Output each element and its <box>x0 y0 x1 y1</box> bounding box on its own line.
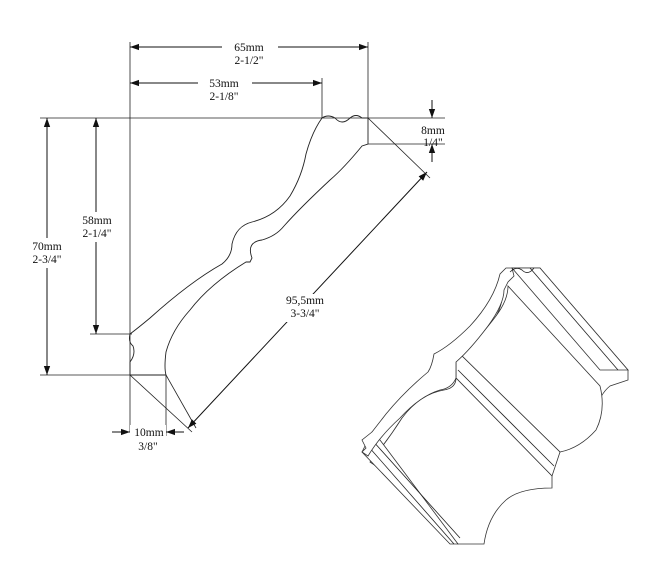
iso-bottom-line-1 <box>367 445 455 545</box>
iso-notch-detail <box>509 267 535 273</box>
dim-label-bg-53 <box>198 76 252 90</box>
molding-profile <box>128 115 369 376</box>
dim-label-10-metric: 10mm <box>134 427 163 439</box>
dim-label-65-imperial: 2-1/2" <box>235 55 264 67</box>
isometric-view <box>361 267 629 545</box>
dim-label-8-metric: 8mm <box>421 125 445 137</box>
dim-label-bg-10 <box>130 425 166 439</box>
dim-label-58-imperial: 2-1/4" <box>83 228 112 240</box>
dim-label-8-imperial: 1/4" <box>423 137 442 149</box>
dim-label-53-metric: 53mm <box>209 78 238 90</box>
iso-lip-line <box>529 267 619 371</box>
dim-label-70-imperial: 2-3/4" <box>33 254 62 266</box>
dim-label-70-metric: 70mm <box>32 241 61 253</box>
iso-bottom-line-2 <box>371 439 461 539</box>
dim-label-58-metric: 58mm <box>82 215 111 227</box>
profile-section: 65mm 2-1/2" 53mm 2-1/8" 8mm 1/4" 58mm 2-… <box>26 40 445 453</box>
dim-label-10-imperial: 3/8" <box>138 441 157 453</box>
ext-line-diag-bottom-2 <box>165 374 197 429</box>
dim-label-bg-95 <box>282 294 328 322</box>
dim-label-95-metric: 95,5mm <box>286 295 324 307</box>
dim-label-bg-70 <box>26 238 68 268</box>
iso-top-lip <box>511 267 629 371</box>
dim-label-53-imperial: 2-1/8" <box>210 91 239 103</box>
ext-line-diag-top <box>367 117 431 179</box>
dim-label-bg-58 <box>76 212 118 242</box>
dim-label-95-imperial: 3-3/4" <box>291 308 320 320</box>
dim-label-bg-65 <box>222 40 278 54</box>
iso-step-line <box>457 369 555 467</box>
iso-front-profile <box>361 267 515 457</box>
ext-line-diag-bottom <box>129 374 193 433</box>
dim-label-65-metric: 65mm <box>234 42 263 54</box>
